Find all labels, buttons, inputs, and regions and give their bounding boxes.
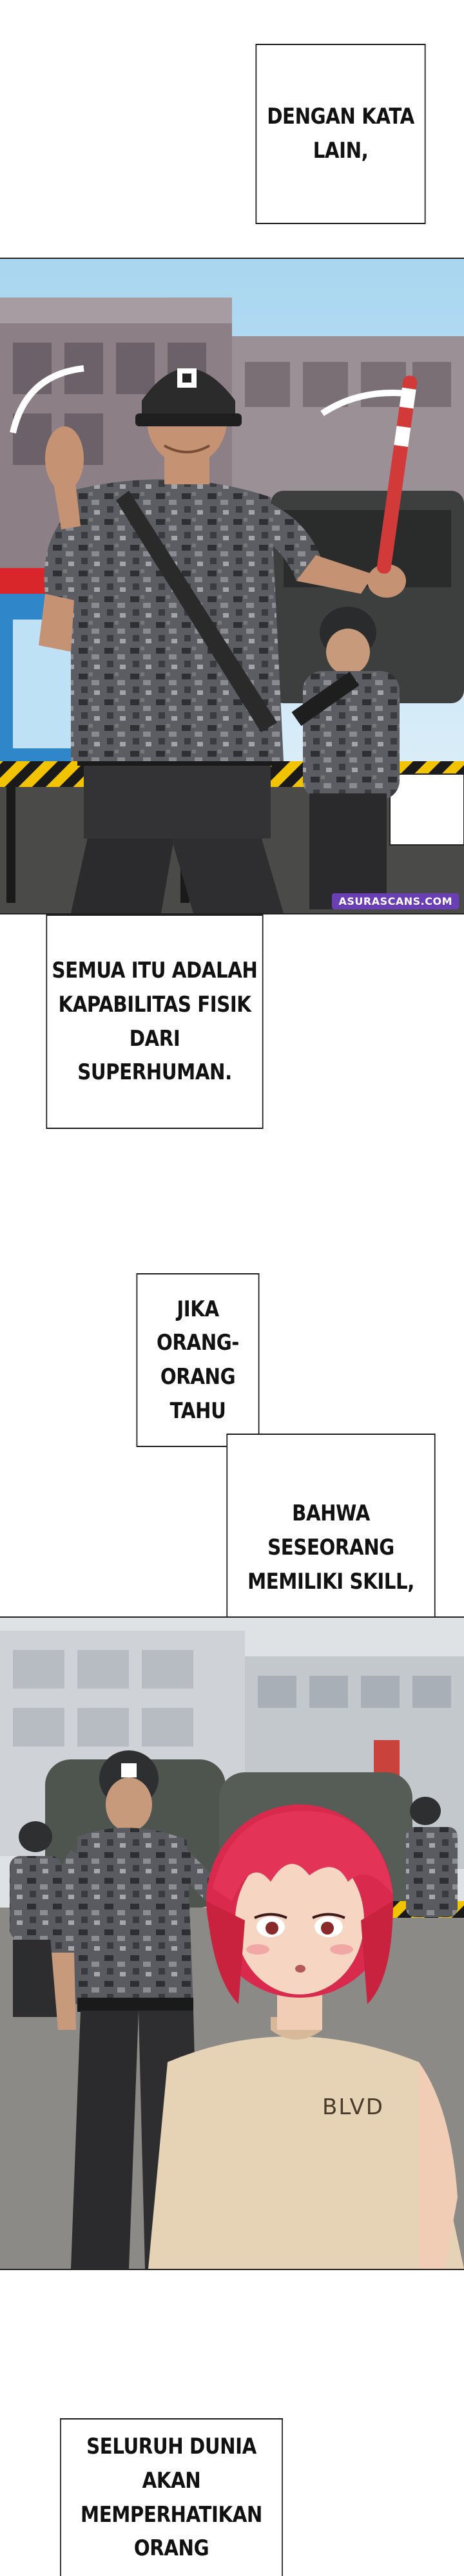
- panel-2-illustration: [0, 1618, 464, 2269]
- caption-box-5: SELURUH DUNIA AKAN MEMPERHATIKAN ORANG: [60, 2418, 283, 2576]
- comic-panel-red-hair-girl: BLVD: [0, 1616, 464, 2270]
- shirt-print-text: BLVD: [322, 2094, 384, 2120]
- watermark-badge: ASURASCANS.COM: [332, 893, 459, 909]
- caption-box-1: DENGAN KATA LAIN,: [255, 44, 426, 224]
- caption-box-3: JIKA ORANG- ORANG TAHU: [136, 1273, 260, 1447]
- panel-1-illustration: [0, 259, 464, 913]
- comic-panel-soldiers-barricade: ASURASCANS.COM: [0, 258, 464, 914]
- caption-box-2: SEMUA ITU ADALAH KAPABILITAS FISIK DARI …: [46, 914, 264, 1129]
